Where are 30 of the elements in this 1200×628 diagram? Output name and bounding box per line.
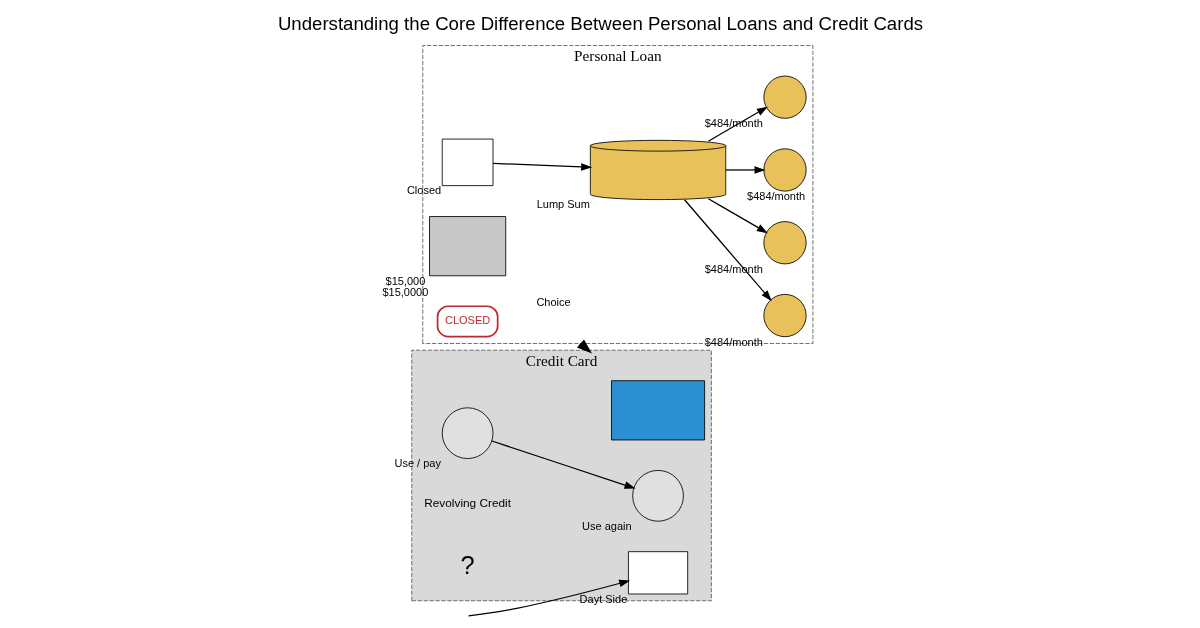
- node-label: Use / pay: [393, 457, 441, 470]
- node-circle: [762, 221, 807, 265]
- node-label: Lump Sum: [536, 198, 590, 211]
- node-label: Use again: [581, 520, 632, 533]
- node-circle: [762, 148, 807, 192]
- label: ?: [460, 551, 475, 580]
- node-label: $484/month: [704, 335, 763, 348]
- arrow: [490, 440, 635, 489]
- node-box: [610, 380, 705, 441]
- node-label: Closed: [406, 184, 441, 197]
- diagram-title: Understanding the Core Difference Between Personal Loans and Credit Cards: [277, 12, 923, 34]
- arrow: [492, 162, 592, 171]
- arrow: [707, 198, 768, 234]
- node-label: Dayt Side: [579, 592, 627, 605]
- edge-label: Choice: [535, 295, 571, 308]
- node-circle: [762, 75, 807, 119]
- node-box: [428, 216, 506, 277]
- node-box: [627, 551, 688, 595]
- label: Revolving Credit: [423, 496, 511, 511]
- node-label: $15,0000: [381, 286, 428, 299]
- node-box: CLOSED: [436, 305, 498, 338]
- node-circle: [762, 293, 807, 338]
- node-label: $15,000: [385, 274, 425, 287]
- node-label: $484/month: [746, 189, 805, 202]
- node-circle: [631, 470, 684, 522]
- node-box: [441, 138, 493, 187]
- arrow: [467, 579, 630, 617]
- arrow: [724, 166, 766, 174]
- arrow: [683, 199, 772, 302]
- node-circle: [441, 407, 493, 459]
